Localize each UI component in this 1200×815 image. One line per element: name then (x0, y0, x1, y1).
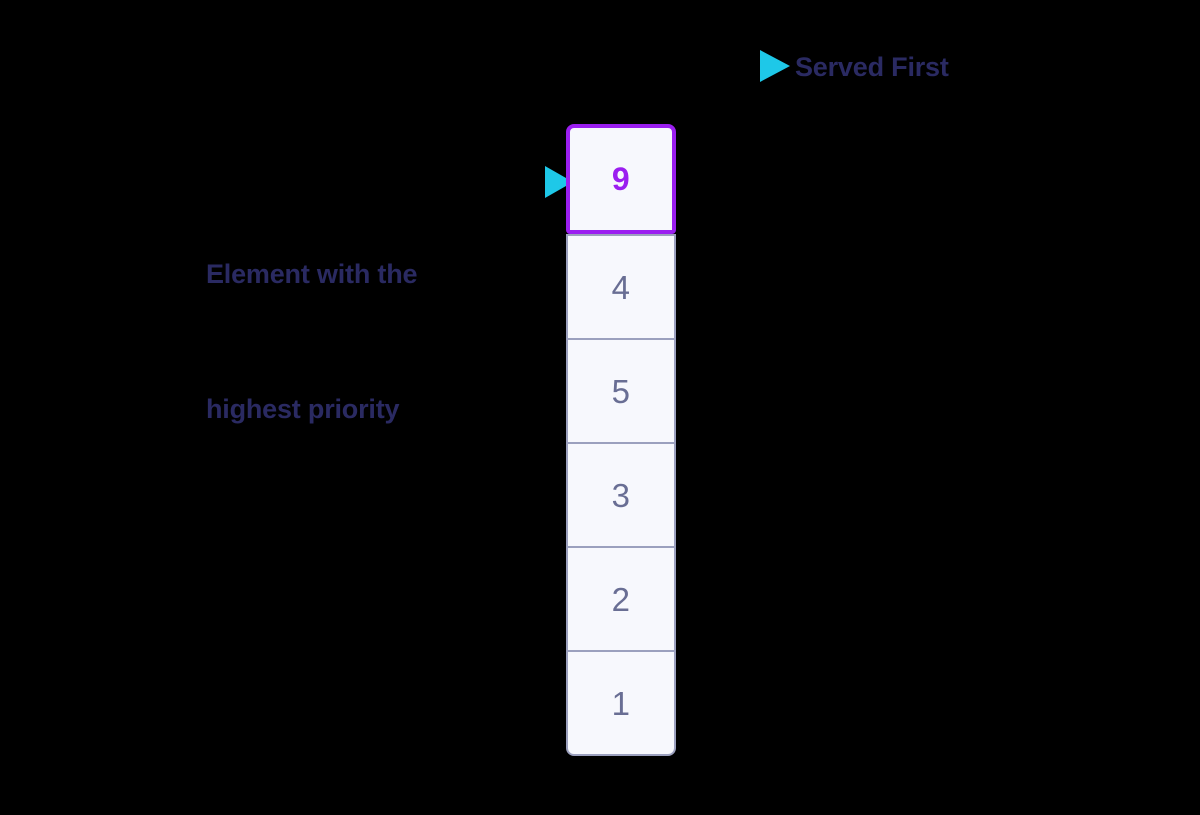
queue-cell-value: 1 (611, 684, 631, 722)
highest-priority-label-line1: Element with the (206, 259, 418, 289)
queue-cell-value: 9 (611, 161, 631, 197)
queue-cell-value: 2 (611, 580, 631, 618)
queue-cell-2[interactable]: 5 (566, 338, 676, 442)
highest-priority-arrow (450, 166, 573, 198)
highest-priority-label: Element with the highest priority (206, 162, 418, 522)
queue-cell-value: 3 (611, 476, 631, 514)
served-first-label: Served First (795, 52, 949, 82)
queue-cell-value: 4 (611, 268, 631, 306)
queue-cell-0[interactable]: 9 (566, 124, 676, 234)
queue-cell-3[interactable]: 3 (566, 442, 676, 546)
arrowhead-right-served (760, 50, 790, 82)
highest-priority-label-line2: highest priority (206, 394, 400, 424)
queue-cell-4[interactable]: 2 (566, 546, 676, 650)
queue-cell-1[interactable]: 4 (566, 234, 676, 338)
queue-cell-5[interactable]: 1 (566, 650, 676, 756)
priority-queue-stack: 9 4 5 3 2 1 (566, 124, 676, 756)
queue-cell-value: 5 (611, 372, 631, 410)
